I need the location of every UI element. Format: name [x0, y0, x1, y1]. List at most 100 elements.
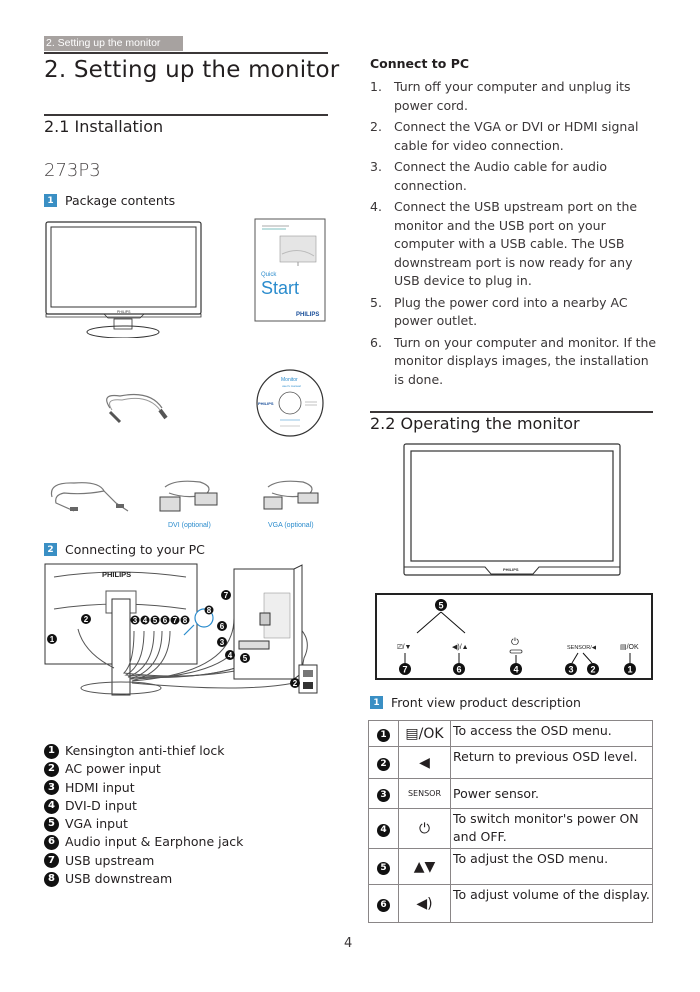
- step-text: Connect the USB upstream port on the mon…: [394, 199, 638, 288]
- table-row: 5 ▲▼ To adjust the OSD menu.: [368, 848, 653, 885]
- marker-6: 6: [163, 616, 168, 625]
- connect-steps: 1.Turn off your computer and unplug its …: [370, 78, 660, 392]
- volume-up-button-label: ◀)/▲: [452, 644, 469, 651]
- row-description: To switch monitor's power ON and OFF.: [450, 808, 653, 849]
- step-badge: 1: [44, 194, 57, 207]
- step-number: 6.: [370, 334, 382, 350]
- number-marker: 5: [377, 861, 390, 875]
- cd-title: Monitor: [281, 377, 298, 383]
- marker-4: 4: [143, 616, 148, 625]
- svg-text:1: 1: [627, 665, 632, 675]
- connecting-heading: 2 Connecting to your PC: [44, 542, 205, 557]
- marker-2: 2: [84, 615, 89, 624]
- running-head: 2. Setting up the monitor: [44, 36, 183, 51]
- vga-cable-illustration: [263, 480, 319, 510]
- connect-to-pc-title: Connect to PC: [370, 56, 470, 71]
- step-text: Connect the Audio cable for audio connec…: [394, 159, 608, 193]
- dvi-caption: DVI (optional): [168, 522, 211, 529]
- number-marker: 5: [44, 816, 59, 832]
- row-description: To adjust the OSD menu.: [450, 848, 653, 885]
- step-item: 1.Turn off your computer and unplug its …: [370, 78, 660, 115]
- step-item: 5. Plug the power cord into a nearby AC p…: [370, 294, 660, 331]
- legend-item: 3 HDMI input: [44, 779, 243, 797]
- step-badge: 1: [370, 696, 383, 709]
- sensor-back-button-label: SENSOR/◀: [567, 645, 597, 651]
- number-marker: 2: [377, 757, 390, 771]
- legend-item: 1 Kensington anti-thief lock: [44, 742, 243, 760]
- legend-item: 6 Audio input & Earphone jack: [44, 833, 243, 851]
- number-marker: 8: [44, 871, 59, 887]
- svg-text:2: 2: [590, 665, 595, 675]
- row-description: To access the OSD menu.: [450, 720, 653, 747]
- number-marker: 3: [44, 780, 59, 796]
- legend-item: 5 VGA input: [44, 815, 243, 833]
- legend-label: USB upstream: [65, 852, 155, 868]
- front-view-title: Front view product description: [391, 695, 581, 710]
- cd-brand: PHILIPS: [258, 401, 274, 406]
- monitor-illustration: PHILIPS: [45, 221, 202, 338]
- step-number: 2.: [370, 119, 382, 134]
- section-rule: [370, 411, 653, 413]
- table-row: 2 ◀ Return to previous OSD level.: [368, 746, 653, 779]
- legend-label: DVI-D input: [65, 797, 137, 813]
- legend-label: HDMI input: [65, 779, 135, 795]
- volume-icon: ◀): [398, 884, 451, 923]
- step-text: Connect the VGA or DVI or HDMI signal ca…: [394, 119, 639, 153]
- page-number: 4: [344, 936, 353, 951]
- marker-7: 7: [173, 616, 178, 625]
- section-title-installation: 2.1 Installation: [44, 117, 164, 136]
- svg-text:4: 4: [513, 665, 518, 675]
- svg-text:5: 5: [243, 654, 248, 663]
- cd-subtitle: user's manual: [282, 384, 301, 388]
- step-item: 4.Connect the USB upstream port on the m…: [370, 198, 660, 291]
- legend-label: Audio input & Earphone jack: [65, 834, 244, 850]
- power-icon: ⏻: [511, 637, 519, 648]
- number-marker: 6: [44, 835, 59, 851]
- legend-label: VGA input: [65, 816, 128, 832]
- step-number: 1.: [370, 79, 382, 94]
- quick-label: Quick: [261, 272, 277, 278]
- step-item: 3. Connect the Audio cable for audio conn…: [370, 158, 660, 195]
- package-contents-heading: 1 Package contents: [44, 193, 175, 208]
- connecting-title: Connecting to your PC: [65, 542, 205, 557]
- package-contents-title: Package contents: [65, 193, 176, 208]
- step-item: 6.Turn on your computer and monitor. If …: [370, 334, 660, 390]
- step-number: 3.: [370, 159, 382, 174]
- table-row: 1 ▤/OK To access the OSD menu.: [368, 720, 653, 747]
- marker-5: 5: [153, 616, 158, 625]
- diagram-brand: PHILIPS: [102, 570, 131, 579]
- section-rule: [44, 114, 328, 116]
- svg-text:6: 6: [220, 622, 225, 631]
- quick-start-guide-illustration: Quick Start PHILIPS: [254, 218, 326, 322]
- dvi-cable-illustration: [159, 480, 218, 512]
- number-marker: 3: [377, 788, 390, 802]
- table-row: 6 ◀) To adjust volume of the display.: [368, 884, 653, 923]
- header-rule: [44, 52, 328, 54]
- step-badge: 2: [44, 543, 57, 556]
- row-description: Return to previous OSD level.: [450, 746, 653, 779]
- step-text: Plug the power cord into a nearby AC pow…: [394, 294, 628, 329]
- back-arrow-icon: ◀: [398, 746, 451, 779]
- connection-diagram: PHILIPS 1 2 3 4 5 6 7 8 8 7 6 3 4: [44, 563, 318, 696]
- svg-text:4: 4: [228, 651, 233, 660]
- section-title-operating: 2.2 Operating the monitor: [370, 414, 580, 433]
- legend-label: Kensington anti-thief lock: [65, 743, 225, 758]
- audio-cable-illustration: [50, 482, 129, 512]
- menu-down-button-label: ⎚/▼: [397, 644, 411, 651]
- row-description: To adjust volume of the display.: [450, 884, 653, 923]
- legend-label: AC power input: [65, 761, 161, 777]
- menu-ok-button-label: ▤/OK: [620, 644, 639, 651]
- number-marker: 1: [44, 743, 59, 759]
- front-view-table: 1 ▤/OK To access the OSD menu. 2 ◀ Retur…: [368, 720, 653, 923]
- number-marker: 4: [377, 823, 390, 837]
- marker-8-inset: 8: [207, 606, 212, 615]
- front-buttons-diagram: ⎚/▼ ◀)/▲ ⏻ SENSOR/◀ ▤/OK 5 7 6 4 3 2 1: [375, 593, 653, 680]
- step-number: 5.: [370, 294, 382, 310]
- svg-text:2: 2: [293, 679, 298, 688]
- front-brand: PHILIPS: [503, 567, 519, 572]
- marker-8: 8: [183, 616, 188, 625]
- svg-text:7: 7: [224, 591, 229, 600]
